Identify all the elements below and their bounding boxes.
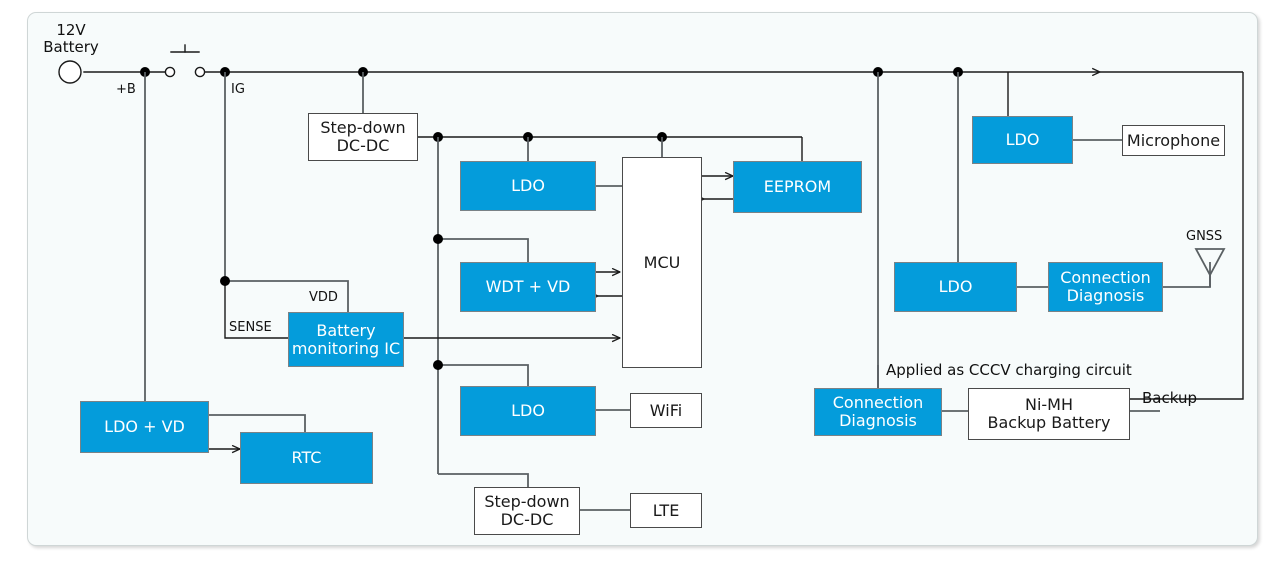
- block-label: LDO: [511, 401, 545, 421]
- block-ldo-microphone[interactable]: LDO: [972, 116, 1073, 164]
- block-label: RTC: [291, 448, 322, 468]
- block-ldo-vd[interactable]: LDO + VD: [80, 401, 209, 453]
- label-plus-b: +B: [116, 82, 136, 97]
- block-label: LTE: [652, 500, 680, 520]
- block-label: EEPROM: [763, 177, 832, 197]
- gnss-antenna-icon: [1194, 248, 1226, 287]
- label-vdd: VDD: [309, 290, 338, 305]
- label-sense: SENSE: [229, 320, 272, 335]
- block-connection-diagnosis-battery[interactable]: Connection Diagnosis: [814, 388, 942, 436]
- block-nimh-backup-battery[interactable]: Ni-MH Backup Battery: [968, 388, 1130, 440]
- block-wdt-vd[interactable]: WDT + VD: [460, 262, 596, 312]
- block-label: LDO: [1005, 130, 1040, 150]
- block-connection-diagnosis-gnss[interactable]: Connection Diagnosis: [1048, 262, 1163, 312]
- label-ig: IG: [231, 82, 245, 97]
- block-rtc[interactable]: RTC: [240, 432, 373, 484]
- block-label: LDO: [511, 176, 545, 196]
- block-label: Microphone: [1126, 130, 1221, 150]
- block-battery-monitoring-ic[interactable]: Battery monitoring IC: [288, 312, 404, 367]
- block-wifi[interactable]: WiFi: [630, 393, 702, 428]
- battery-source-label: 12V Battery: [43, 21, 99, 57]
- block-label: Step-down DC-DC: [484, 492, 570, 529]
- block-label: Battery monitoring IC: [291, 320, 401, 358]
- label-cccv-note: Applied as CCCV charging circuit: [886, 361, 1132, 379]
- block-microphone[interactable]: Microphone: [1122, 125, 1225, 156]
- block-step-down-dcdc-top[interactable]: Step-down DC-DC: [308, 113, 418, 161]
- label-gnss: GNSS: [1186, 229, 1223, 244]
- label-backup: Backup: [1142, 389, 1197, 407]
- block-label: LDO + VD: [104, 417, 185, 437]
- block-step-down-dcdc-lte[interactable]: Step-down DC-DC: [474, 487, 580, 535]
- block-label: Connection Diagnosis: [832, 393, 924, 430]
- block-eeprom[interactable]: EEPROM: [733, 161, 862, 213]
- block-ldo-mcu[interactable]: LDO: [460, 161, 596, 211]
- block-label: WiFi: [649, 400, 683, 420]
- block-mcu[interactable]: MCU: [622, 157, 702, 368]
- block-label: WDT + VD: [485, 277, 571, 297]
- block-label: Step-down DC-DC: [320, 118, 406, 155]
- block-ldo-wifi[interactable]: LDO: [460, 386, 596, 436]
- block-lte[interactable]: LTE: [630, 493, 702, 528]
- block-label: Ni-MH Backup Battery: [987, 395, 1111, 432]
- block-label: Connection Diagnosis: [1060, 268, 1151, 305]
- block-ldo-gnss[interactable]: LDO: [894, 262, 1017, 312]
- block-label: LDO: [938, 277, 973, 297]
- block-label: MCU: [643, 252, 681, 272]
